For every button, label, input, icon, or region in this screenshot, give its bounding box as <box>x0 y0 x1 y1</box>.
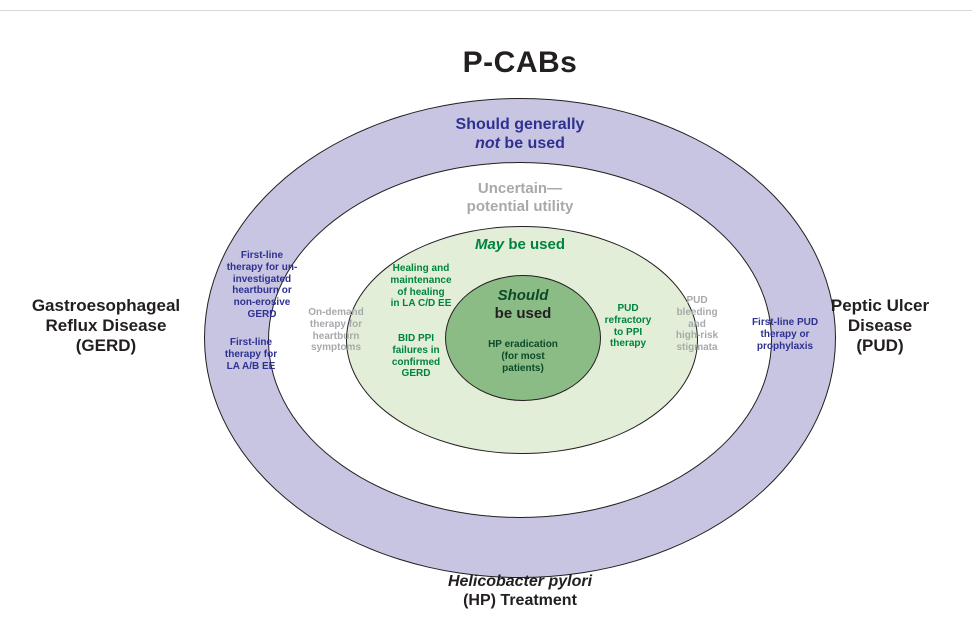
ring-label-should-not-line1: Should generally <box>455 116 585 133</box>
item-gerd-uninvestigated: First-line therapy for un- investigated … <box>226 250 298 320</box>
ring-label-may-rest: be used <box>504 236 566 253</box>
category-pud: Peptic Ulcer Disease (PUD) <box>830 296 930 356</box>
ring-label-should-rest: be used <box>494 305 552 322</box>
category-hp-treatment: Helicobacter pylori (HP) Treatment <box>370 572 670 610</box>
category-hp-treatment-italic: Helicobacter pylori <box>447 573 593 590</box>
item-hp-eradication: HP eradication (for most patients) <box>488 339 558 374</box>
category-hp-treatment-plain: (HP) Treatment <box>463 592 577 610</box>
ring-label-may-italic: May <box>474 236 505 253</box>
ring-label-should-not: Should generally not be used <box>420 115 620 153</box>
item-on-demand-therapy: On-demand therapy for heartburn symptoms <box>308 307 364 354</box>
category-gerd: Gastroesophageal Reflux Disease (GERD) <box>31 296 181 356</box>
ring-label-should-not-italic: not <box>475 135 500 153</box>
ring-label-should-not-line2: be used <box>499 135 565 153</box>
item-pud-refractory: PUD refractory to PPI therapy <box>604 303 652 350</box>
ring-label-uncertain: Uncertain— potential utility <box>466 180 574 215</box>
ring-should-ellipse <box>445 275 601 401</box>
item-bid-ppi-failures: BID PPI failures in confirmed GERD <box>391 333 441 380</box>
item-gerd-la-ab-ee: First-line therapy for LA A/B EE <box>224 337 278 372</box>
top-divider-line <box>0 10 972 11</box>
item-pud-first-line: First-line PUD therapy or prophylaxis <box>751 317 819 352</box>
diagram-title: P-CABs <box>462 46 578 79</box>
ring-label-may: May be used <box>430 236 610 254</box>
ring-label-should-italic: Should <box>497 287 549 304</box>
ring-label-should: Should be used <box>452 287 594 323</box>
item-healing-maintenance: Healing and maintenance of healing in LA… <box>390 263 452 310</box>
item-pud-bleeding: PUD bleeding and high-risk stigmata <box>675 295 719 354</box>
